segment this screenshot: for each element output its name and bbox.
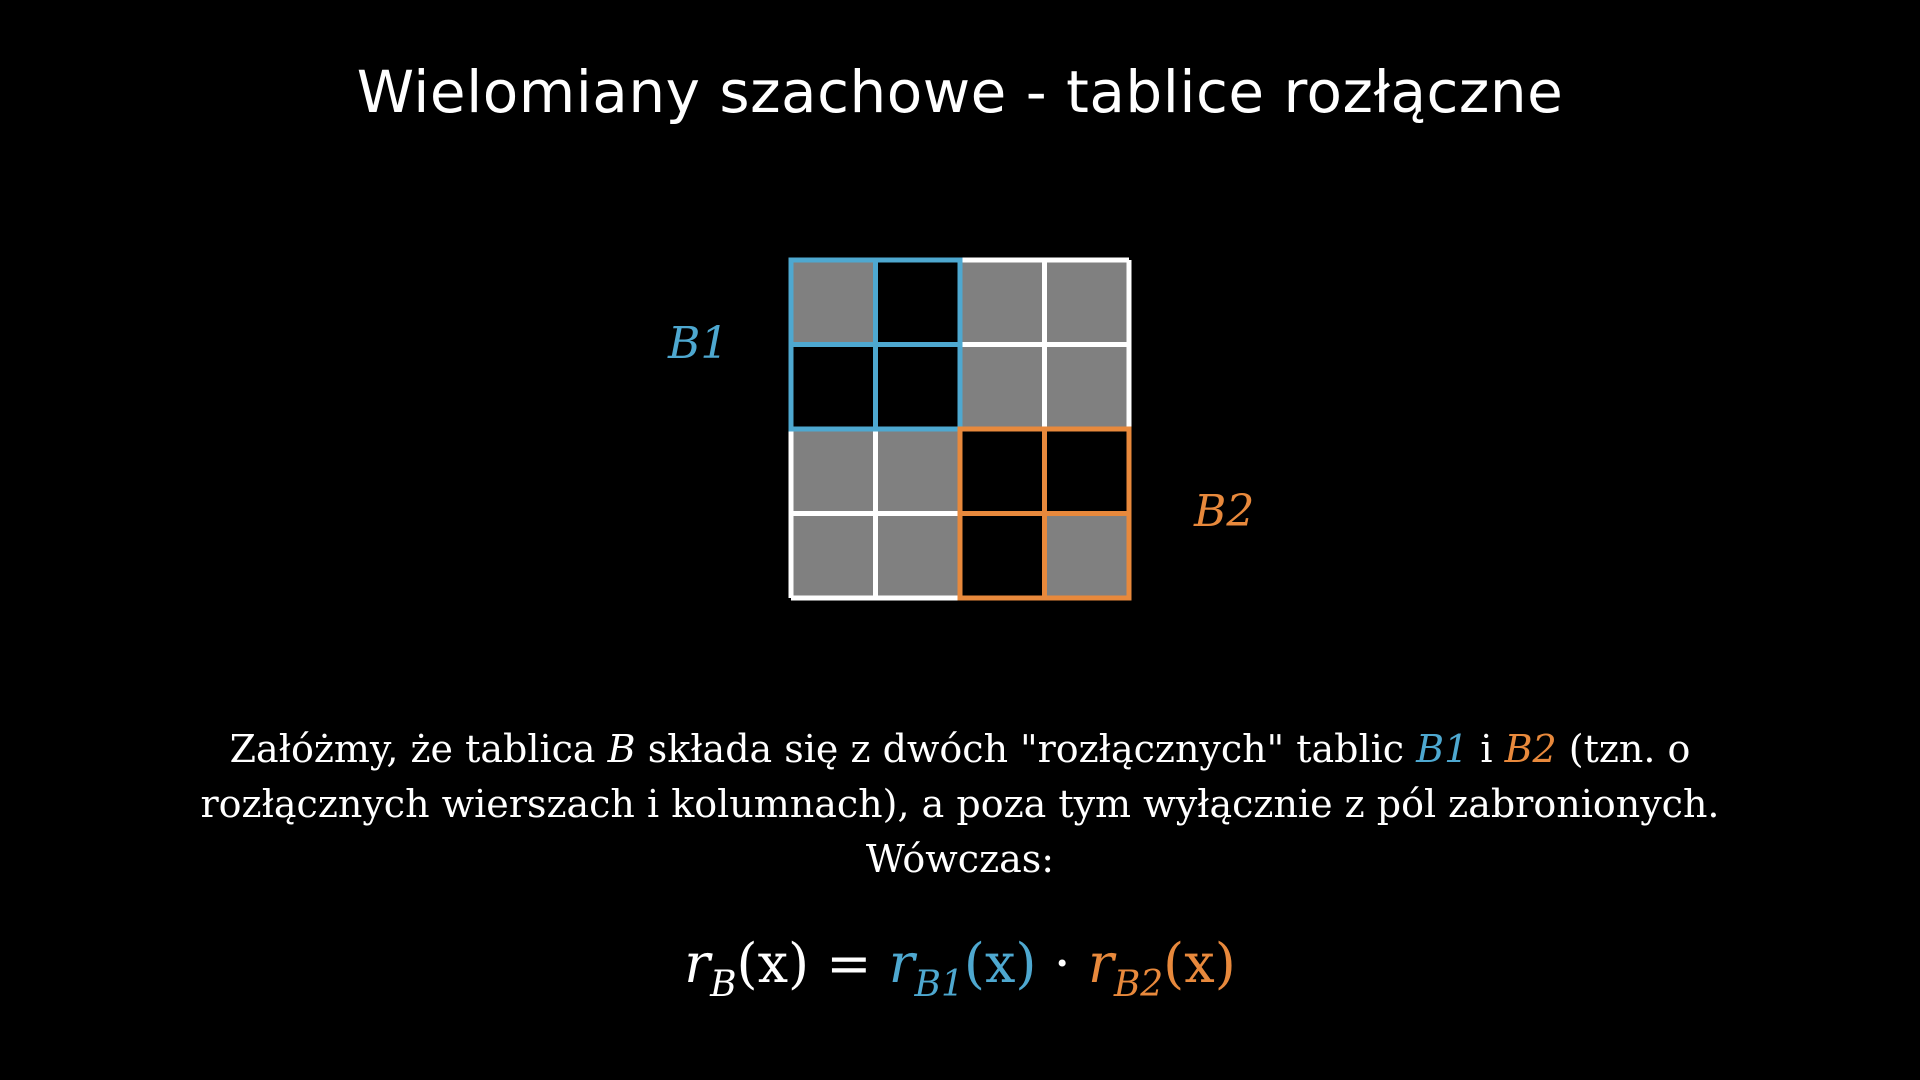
b1-label: B1	[668, 318, 728, 369]
formula-t1-sub: B1	[914, 964, 964, 1005]
formula-t1-r: r	[888, 932, 915, 995]
formula-lhs-sub: B	[710, 964, 737, 1005]
forbidden-cell	[791, 260, 876, 345]
b2-label-text: B2	[1194, 486, 1255, 537]
formula-lhs-arg: (x)	[736, 932, 810, 995]
free-cell	[791, 344, 876, 429]
description-b2: B2	[1504, 727, 1557, 771]
forbidden-cell	[875, 513, 960, 598]
forbidden-cell	[960, 344, 1045, 429]
description-b1: B1	[1416, 727, 1469, 771]
page-title: Wielomiany szachowe - tablice rozłączne	[356, 58, 1564, 126]
formula: rB(x) = rB1(x) · rB2(x)	[0, 932, 1920, 1003]
description-var-b: B	[607, 727, 636, 771]
description-part1: Załóżmy, że tablica	[229, 727, 608, 771]
forbidden-cell	[1044, 513, 1129, 598]
formula-lhs-r: r	[684, 932, 711, 995]
description: Załóżmy, że tablica B składa się z dwóch…	[160, 722, 1760, 887]
b2-label: B2	[1194, 486, 1254, 537]
formula-dot: ·	[1036, 932, 1088, 995]
forbidden-cell	[1044, 344, 1129, 429]
formula-t2-sub: B2	[1113, 964, 1164, 1005]
free-cell	[875, 260, 960, 345]
forbidden-cell	[791, 513, 876, 598]
forbidden-cell	[960, 260, 1045, 345]
formula-t1-arg: (x)	[963, 932, 1037, 995]
forbidden-cell	[875, 429, 960, 514]
formula-t2-r: r	[1087, 932, 1114, 995]
forbidden-cell	[1044, 260, 1129, 345]
formula-t2-arg: (x)	[1163, 932, 1236, 995]
description-and: i	[1468, 727, 1505, 771]
free-cell	[960, 429, 1045, 514]
formula-equals: =	[809, 932, 889, 995]
b1-label-text: B1	[668, 318, 729, 369]
free-cell	[960, 513, 1045, 598]
free-cell	[1044, 429, 1129, 514]
forbidden-cell	[791, 429, 876, 514]
description-part2: składa się z dwóch "rozłącznych" tablic	[635, 727, 1417, 771]
description-part3: (tzn. o rozłącznych wierszach i kolumnac…	[200, 727, 1720, 881]
free-cell	[875, 344, 960, 429]
board-cells	[791, 260, 1129, 598]
